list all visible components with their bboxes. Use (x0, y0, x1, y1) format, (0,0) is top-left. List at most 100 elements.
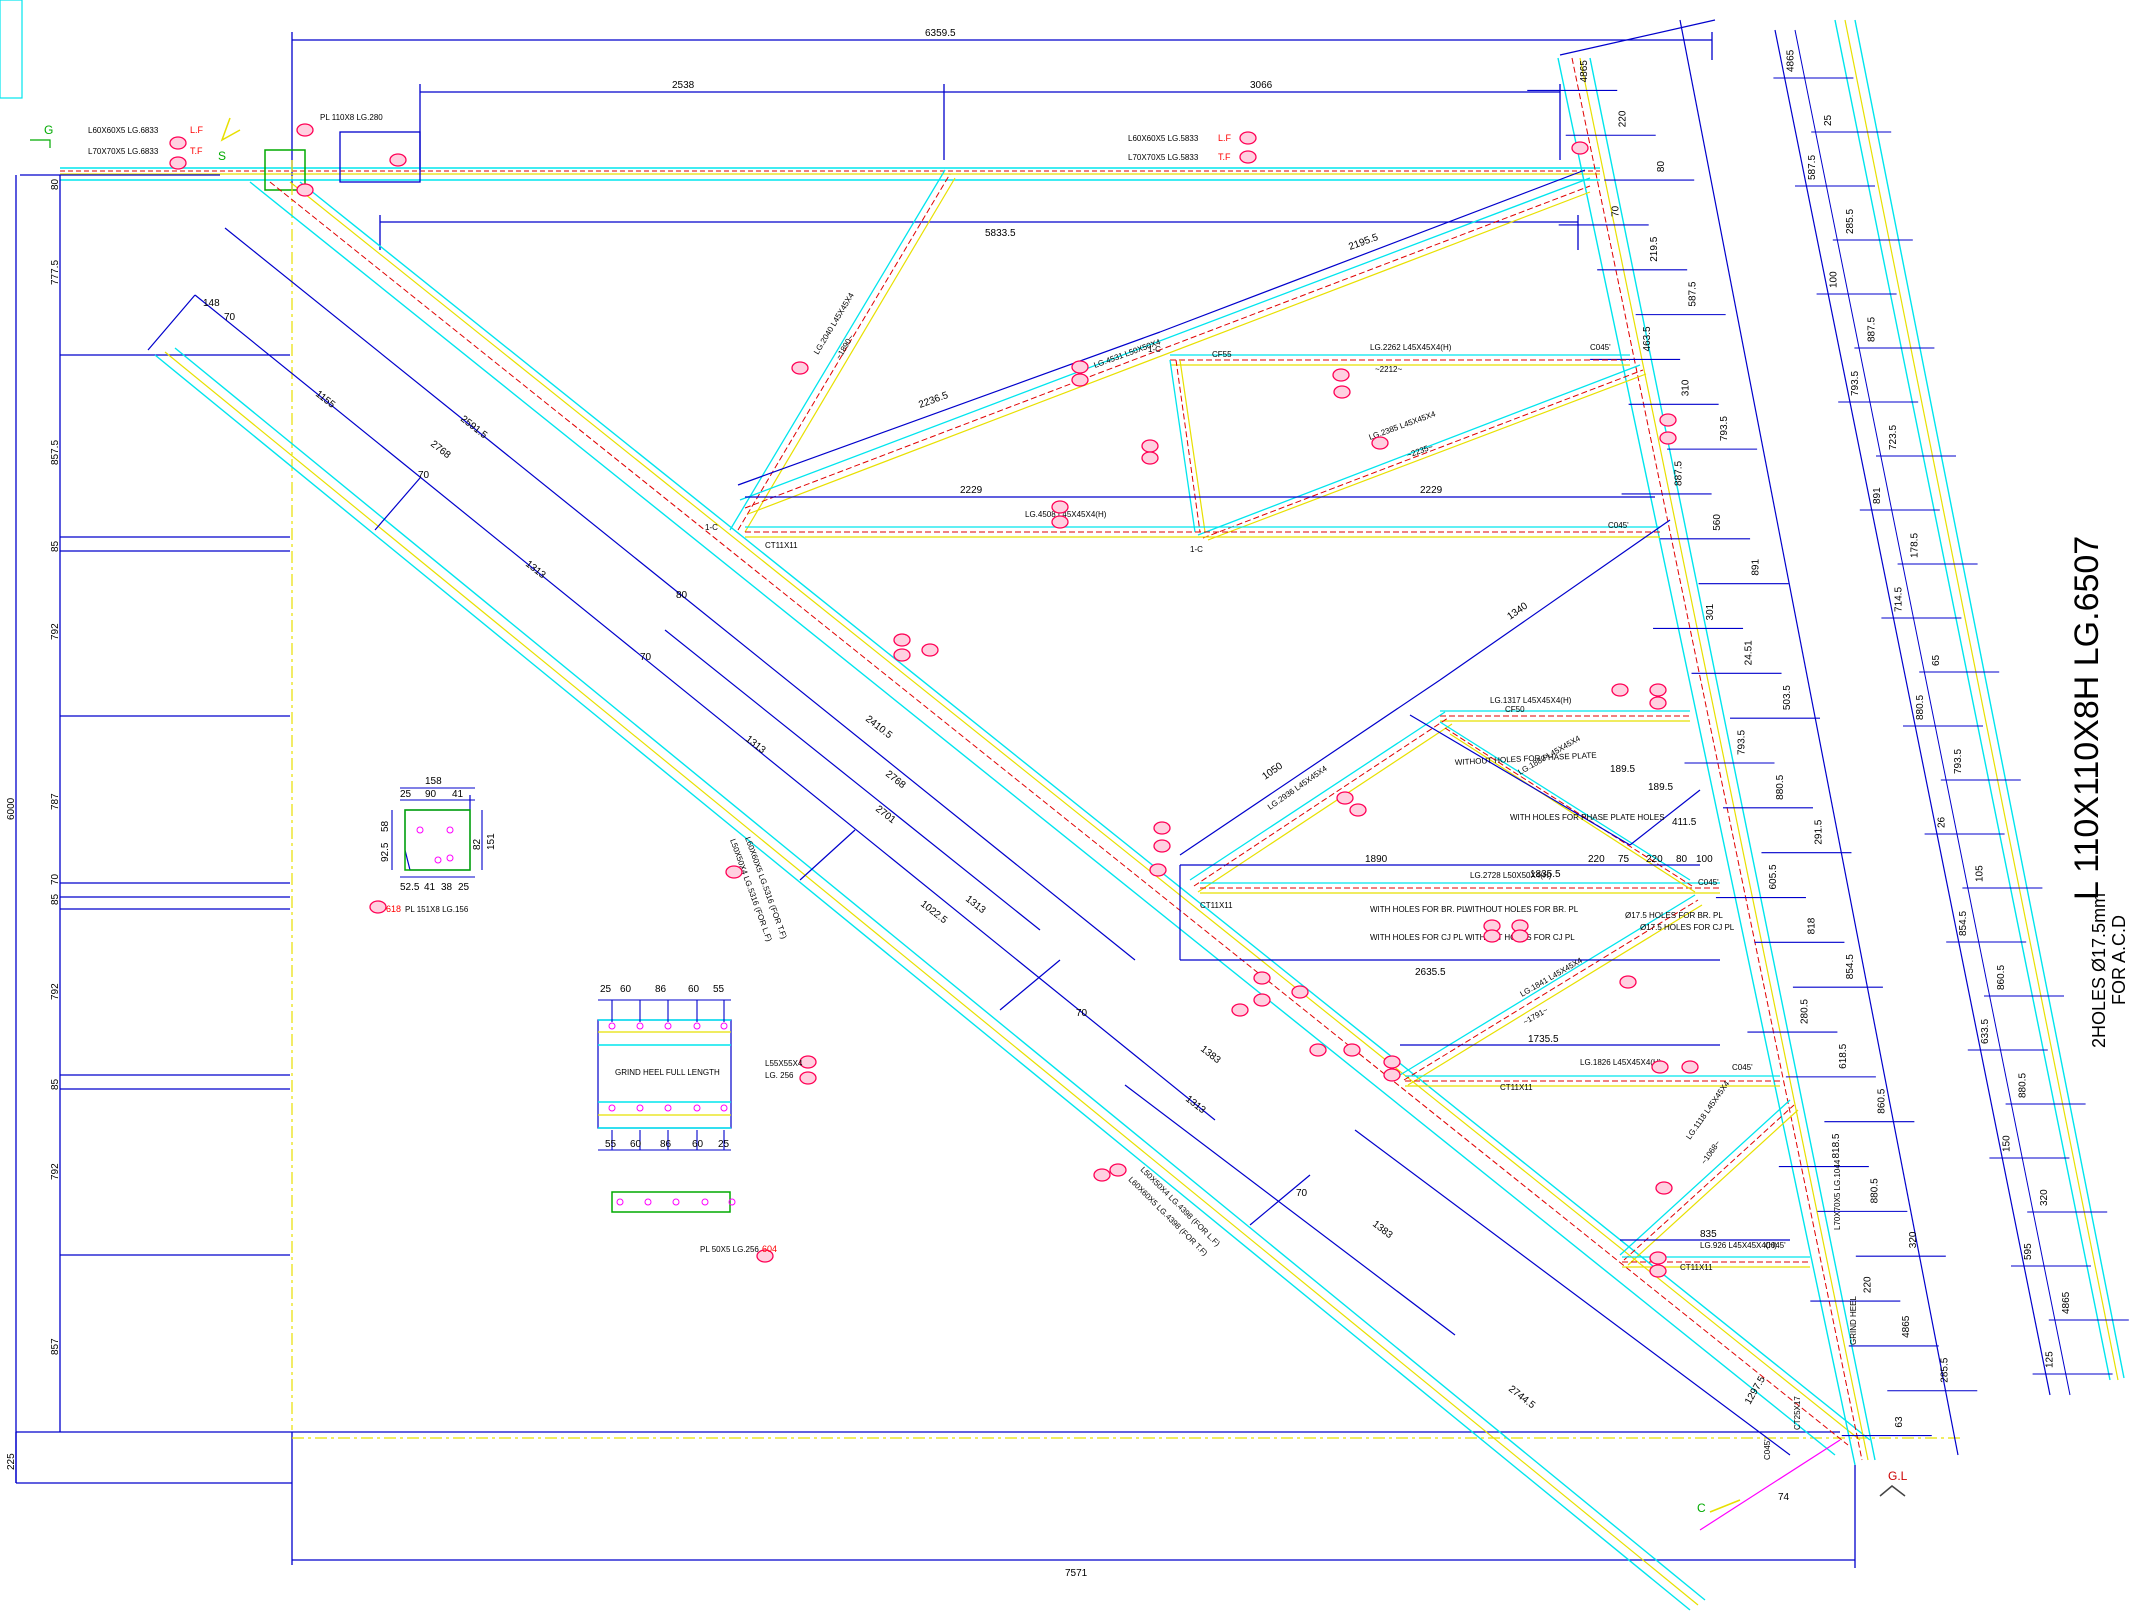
detail-heel-pins (608, 1000, 736, 1206)
part-mark-balloon (1141, 439, 1159, 453)
node-3: 1-C (1190, 545, 1203, 554)
detail-plate (391, 787, 483, 878)
column-dim-label: 887.5 (1674, 461, 1685, 486)
part-mark-balloon (1291, 985, 1309, 999)
column-dimension-ticks (1527, 89, 1978, 1437)
column-dim-label: 63 (1894, 1416, 1905, 1428)
part-mark-balloon (1349, 803, 1367, 817)
part-mark-balloon (1051, 500, 1069, 514)
part-balloons (169, 123, 1699, 1278)
side-member-lines (1774, 19, 2125, 1396)
part-mark-balloon (799, 1071, 817, 1085)
part-mark-balloon (1253, 993, 1271, 1007)
side-member-dim-label: 891 (1872, 487, 1883, 504)
part-mark-balloon (169, 156, 187, 170)
dim-rafter-5: 70 (418, 470, 430, 481)
cross-dim-4: 100 (1696, 854, 1713, 865)
part-mark-balloon (1336, 791, 1354, 805)
dim-left-overall: 6000 (6, 797, 17, 820)
column-dim-label: 793.5 (1719, 416, 1730, 441)
column-dim-label: 587.5 (1688, 281, 1699, 306)
node-12: C045' (1732, 1063, 1753, 1072)
node-14: C045' (1765, 1241, 1786, 1250)
heel-bottom-dim-4: 25 (718, 1139, 730, 1150)
heel-plate-mark: 604 (762, 1244, 777, 1254)
side-member-dim-label: 26 (1937, 816, 1948, 828)
dim-top-inner: 5833.5 (985, 228, 1016, 239)
plate-dim-9: 25 (458, 882, 470, 893)
chord-tag-2: T.F (190, 146, 203, 156)
dim-rafter-22: 74 (1778, 1492, 1790, 1503)
dim-top-right-span: 3066 (1250, 80, 1273, 91)
chord-tag-3: L.F (1218, 133, 1232, 143)
part-mark-balloon (1619, 975, 1637, 989)
dim-left-seg-0: 80 (50, 178, 61, 190)
column-label: C045' (1763, 1439, 1772, 1460)
dim-left-seg-6: 85 (50, 893, 61, 905)
heel-hole (636, 1022, 644, 1030)
column-dim-label: 605.5 (1768, 864, 1779, 889)
heel-bottom-dim-1: 60 (630, 1139, 642, 1150)
part-mark-balloon (1649, 1264, 1667, 1278)
column-dim-label: 70 (1611, 205, 1622, 217)
node-11: CT11X11 (1500, 1083, 1533, 1092)
part-mark-balloon (1483, 929, 1501, 943)
cross-dim-6: 189.5 (1610, 764, 1635, 775)
part-mark-balloon (1253, 971, 1271, 985)
web-member-3 (1170, 354, 1630, 366)
column-dim-label: 4865 (1901, 1315, 1912, 1338)
web-dim-labels: 2236.5 2195.5 1340 1050 2229 2229 1890 2… (917, 232, 1717, 1240)
column-dim-label: 880.5 (1869, 1178, 1880, 1203)
plate-dim-1: 25 (400, 789, 412, 800)
chord-tag-1: L.F (190, 125, 204, 135)
dim-web-7: 2635.5 (1415, 967, 1446, 978)
plate-note: PL 110X8 LG.280 (320, 113, 383, 122)
part-mark-balloon (1153, 821, 1171, 835)
dim-rafter-11: 2768 (883, 769, 908, 792)
node-4: CF55 (1212, 350, 1232, 359)
plate-dim-8: 38 (441, 882, 453, 893)
plate-dim-10: 82 (472, 838, 483, 850)
column-dim-label: 818.5 (1831, 1133, 1842, 1158)
heel-bottom-dim-2: 86 (660, 1139, 672, 1150)
dim-rafter-8: 70 (640, 652, 652, 663)
web-length-2: ~2212~ (1375, 365, 1402, 374)
heel-plate-hole (616, 1198, 624, 1206)
dim-bottom-overall: 7571 (1065, 1568, 1088, 1579)
web-member-9 (1200, 882, 1720, 894)
heel-hole (608, 1104, 616, 1112)
dim-left-seg-9: 85 (50, 1078, 61, 1090)
part-mark-balloon (791, 361, 809, 375)
column-dim-label: 220 (1618, 110, 1629, 127)
dim-rafter-3: 2591.5 (458, 414, 489, 442)
part-mark-balloon (1649, 683, 1667, 697)
column-dim-label: 854.5 (1845, 954, 1856, 979)
chord-label-2: L70X70X5 LG.6833 (88, 147, 159, 156)
heel-top-dim-4: 55 (713, 984, 725, 995)
part-mark-balloon (893, 633, 911, 647)
web-length-3: ~2235~ (1406, 442, 1435, 460)
side-member-dim-label: 714.5 (1893, 587, 1904, 612)
cross-dim-2: 220 (1646, 854, 1663, 865)
dim-rafter-15: 70 (1076, 1008, 1088, 1019)
dim-rafter-19: 1383 (1370, 1219, 1395, 1242)
detail-heel-dims: 25 60 86 60 55 55 60 86 60 25 GRIND HEEL… (600, 984, 803, 1254)
column-dim-label: 818 (1806, 917, 1817, 934)
column-dim-label: 310 (1681, 379, 1692, 396)
side-member-dim-label: 723.5 (1888, 425, 1899, 450)
part-mark-balloon (1149, 863, 1167, 877)
side-member-dim-label: 595 (2023, 1243, 2034, 1260)
node-9: CT11X11 (1200, 901, 1233, 910)
web-note-8: Ø17.5 HOLES FOR CJ PL (1640, 923, 1735, 932)
part-mark-balloon (1371, 436, 1389, 450)
web-label-3: LG.2262 L45X45X4(H) (1370, 343, 1452, 352)
dim-rafter-13: 1022.5 (918, 899, 949, 927)
column-dim-label: 880.5 (1775, 774, 1786, 799)
column-dim-labels: 48652208070219.5587.5463.5310793.5887.55… (1579, 60, 1950, 1460)
dim-rafter-14: 1313 (963, 894, 988, 917)
chord-label-1: L60X60X5 LG.6833 (88, 126, 159, 135)
web-length-5: ~1068~ (1699, 1138, 1722, 1166)
node-8: C045' (1608, 521, 1629, 530)
dim-left-seg-11: 857 (50, 1338, 61, 1355)
dim-left-seg-3: 85 (50, 540, 61, 552)
